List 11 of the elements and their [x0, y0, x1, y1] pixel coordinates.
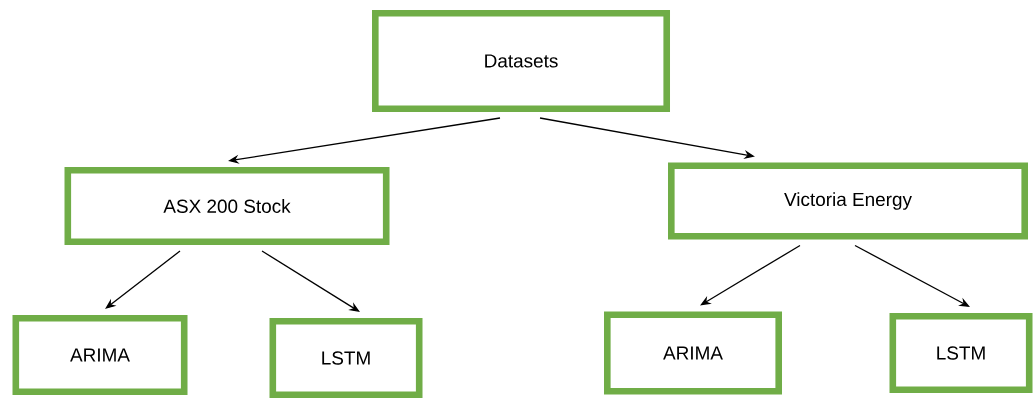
model-box: Victoria Energy — [668, 162, 1028, 240]
arrow — [105, 250, 181, 309]
model-box: LSTM — [889, 313, 1033, 393]
model-box: ARIMA — [604, 311, 782, 395]
model-box: Datasets — [372, 10, 670, 112]
model-box: ARIMA — [12, 315, 188, 395]
arrow — [261, 250, 360, 312]
arrow — [854, 244, 970, 307]
model-box: ASX 200 Stock — [64, 167, 390, 245]
model-box: LSTM — [269, 318, 423, 398]
arrow — [700, 244, 801, 306]
